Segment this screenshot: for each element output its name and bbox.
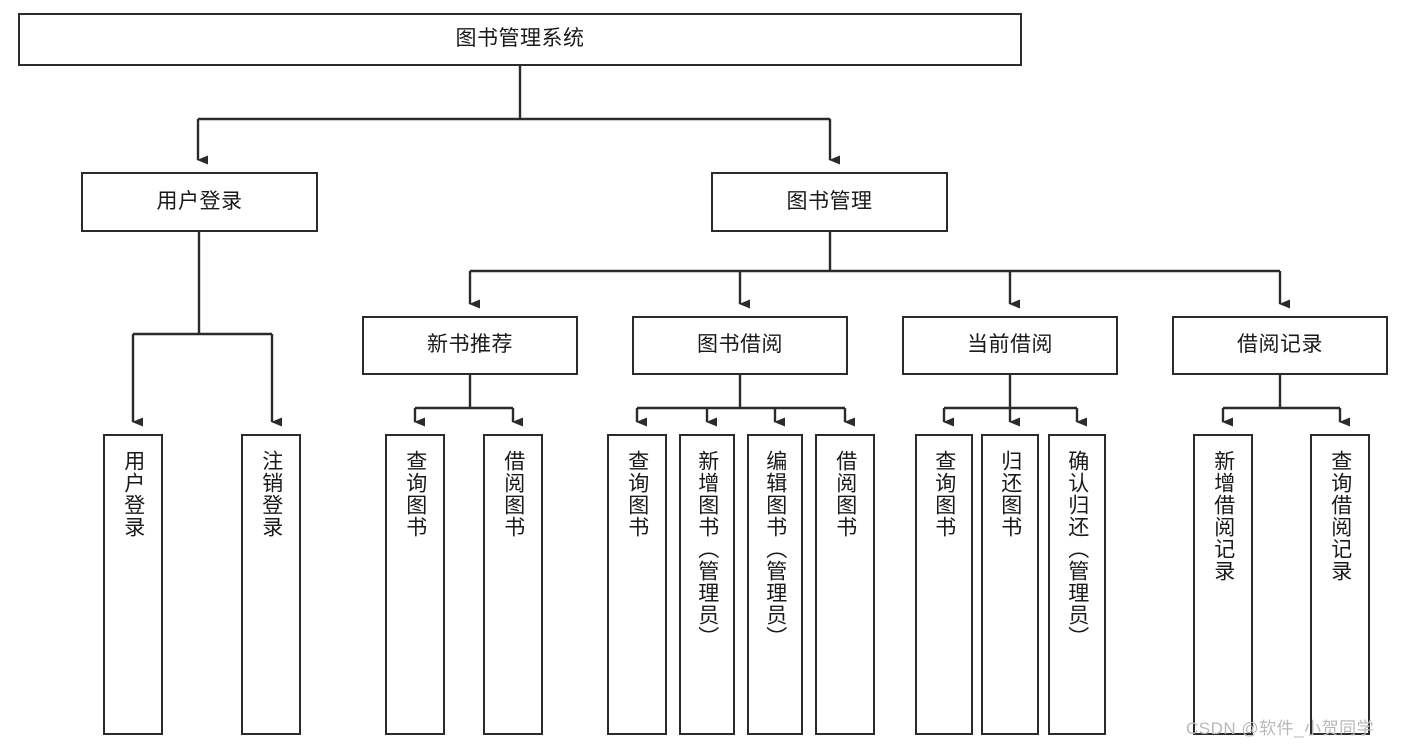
node-label: 新增图书（管理员） — [695, 450, 719, 648]
node-leaf-book-borrow-edit[interactable]: 编辑图书（管理员） — [747, 434, 803, 735]
node-new-book-recommend[interactable]: 新书推荐 — [362, 316, 578, 375]
node-borrow-record[interactable]: 借阅记录 — [1172, 316, 1388, 375]
node-current-borrow[interactable]: 当前借阅 — [902, 316, 1118, 375]
node-label: 图书管理系统 — [455, 27, 585, 51]
node-label: 新书推荐 — [427, 333, 513, 357]
node-label: 注销登录 — [259, 450, 283, 538]
node-book-borrow[interactable]: 图书借阅 — [632, 316, 848, 375]
node-label: 查询借阅记录 — [1328, 450, 1352, 582]
node-leaf-borrow-record-add[interactable]: 新增借阅记录 — [1193, 434, 1253, 735]
node-label: 查询图书 — [932, 450, 956, 538]
node-leaf-borrow-record-query[interactable]: 查询借阅记录 — [1310, 434, 1370, 735]
node-leaf-current-borrow-query[interactable]: 查询图书 — [915, 434, 973, 735]
node-leaf-new-book-borrow[interactable]: 借阅图书 — [483, 434, 543, 735]
node-label: 查询图书 — [625, 450, 649, 538]
node-label: 图书管理 — [786, 189, 873, 213]
node-leaf-book-borrow-add[interactable]: 新增图书（管理员） — [679, 434, 735, 735]
node-label: 归还图书 — [998, 450, 1022, 538]
node-leaf-new-book-query[interactable]: 查询图书 — [385, 434, 445, 735]
node-user-login[interactable]: 用户登录 — [81, 172, 318, 232]
node-leaf-book-borrow-borrow[interactable]: 借阅图书 — [815, 434, 875, 735]
node-label: 新增借阅记录 — [1211, 450, 1235, 582]
node-label: 当前借阅 — [967, 333, 1053, 357]
node-leaf-user-login-signin[interactable]: 用户登录 — [103, 434, 163, 735]
node-leaf-user-login-signout[interactable]: 注销登录 — [241, 434, 301, 735]
node-label: 借阅记录 — [1237, 333, 1323, 357]
node-label: 借阅图书 — [501, 450, 525, 538]
node-leaf-current-borrow-confirm-return[interactable]: 确认归还（管理员） — [1048, 434, 1106, 735]
node-leaf-book-borrow-query[interactable]: 查询图书 — [607, 434, 667, 735]
node-book-management[interactable]: 图书管理 — [711, 172, 948, 232]
node-label: 用户登录 — [156, 189, 243, 213]
node-label: 查询图书 — [403, 450, 427, 538]
node-label: 用户登录 — [121, 450, 145, 538]
node-root-book-management-system[interactable]: 图书管理系统 — [18, 13, 1022, 66]
node-label: 编辑图书（管理员） — [763, 450, 787, 648]
node-label: 确认归还（管理员） — [1065, 450, 1089, 648]
node-label: 借阅图书 — [833, 450, 857, 538]
node-leaf-current-borrow-return[interactable]: 归还图书 — [981, 434, 1039, 735]
node-label: 图书借阅 — [697, 333, 783, 357]
